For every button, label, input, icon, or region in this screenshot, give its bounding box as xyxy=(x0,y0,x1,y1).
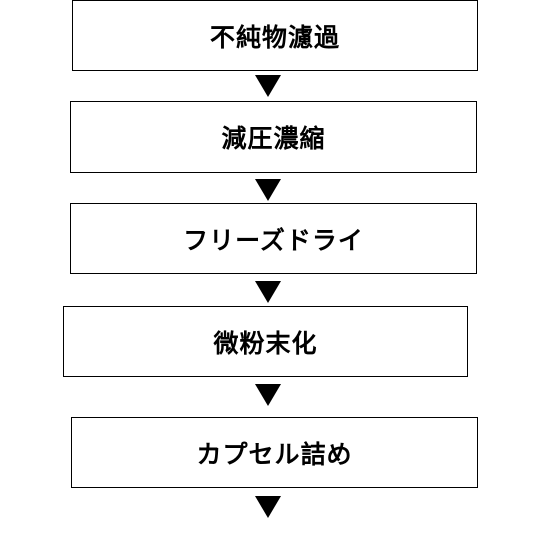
step-box-micronization: 微粉末化 xyxy=(63,306,468,377)
step-label-impurity-filtration: 不純物濾過 xyxy=(209,22,340,52)
down-arrow-icon xyxy=(255,496,281,518)
step-label-vacuum-concentration: 減圧濃縮 xyxy=(221,124,326,153)
down-arrow-icon xyxy=(255,384,281,406)
down-arrow-icon xyxy=(255,75,281,97)
down-arrow-icon xyxy=(255,179,281,201)
step-label-micronization: 微粉末化 xyxy=(213,328,318,358)
step-label-freeze-dry: フリーズドライ xyxy=(183,225,364,255)
step-box-impurity-filtration: 不純物濾過 xyxy=(72,0,478,71)
down-arrow-icon xyxy=(255,281,281,303)
step-label-capsule-filling: カプセル詰め xyxy=(196,439,353,469)
step-box-freeze-dry: フリーズドライ xyxy=(70,203,477,274)
step-box-capsule-filling: カプセル詰め xyxy=(71,417,478,488)
step-box-vacuum-concentration: 減圧濃縮 xyxy=(70,101,477,173)
